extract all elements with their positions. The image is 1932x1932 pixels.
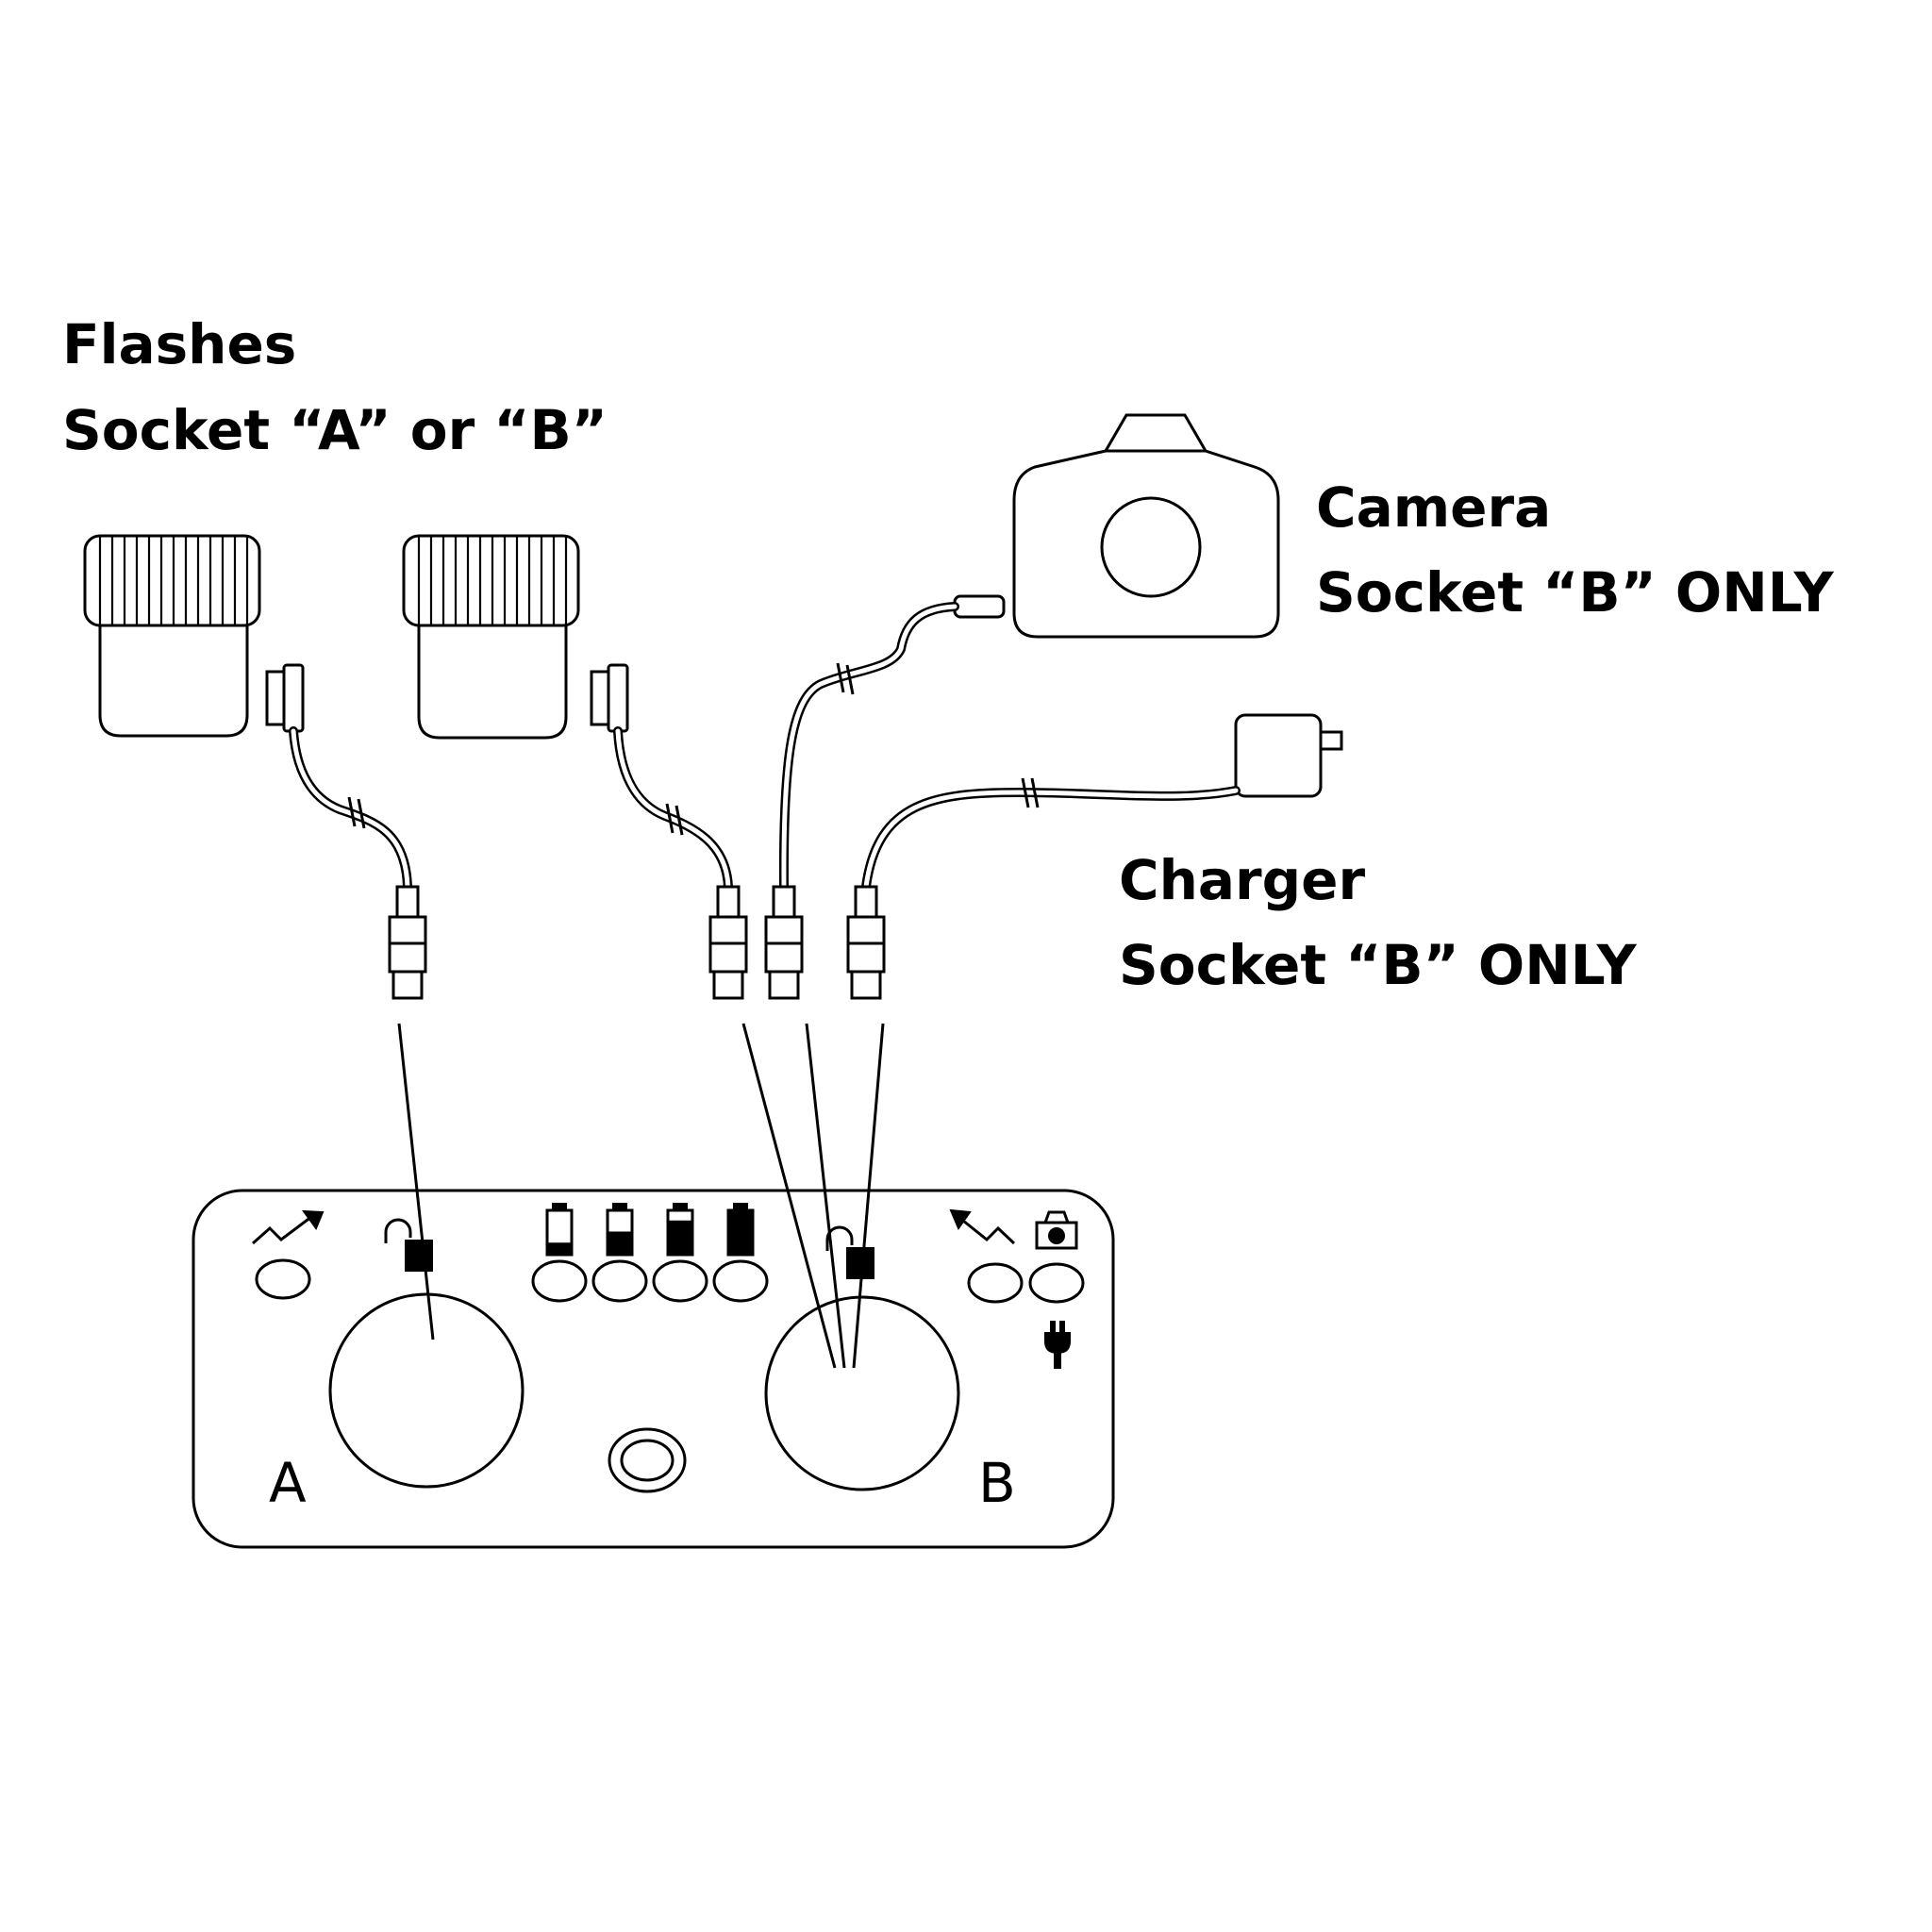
flash-a-indicator-led [255, 1258, 311, 1300]
plug-flash-1 [388, 885, 427, 1000]
camera-port [953, 594, 1006, 619]
plug-charger [846, 885, 886, 1000]
camera-socket-note: Socket “B” ONLY [1316, 560, 1835, 625]
flash-2-grip-ribs [417, 536, 568, 625]
camera-body [953, 413, 1280, 639]
battery-fill [546, 1242, 573, 1256]
charger-cable [861, 786, 1241, 891]
camera-icon [1035, 1210, 1078, 1250]
battery-level-icon [666, 1203, 694, 1257]
camera-indicator-led [1028, 1262, 1085, 1304]
charger-title: Charger [1119, 848, 1365, 912]
battery-led-2 [591, 1259, 648, 1303]
battery-level-icon [606, 1203, 634, 1257]
socket-a[interactable] [328, 1292, 525, 1489]
flashes-title: Flashes [62, 312, 296, 376]
flashes-socket-note: Socket “A” or “B” [62, 398, 608, 462]
battery-led-3 [652, 1259, 708, 1303]
battery-level-icon [726, 1203, 755, 1257]
battery-level-icons [545, 1203, 755, 1257]
flash-b-signal-icon [949, 1208, 1016, 1245]
battery-fill [667, 1220, 693, 1256]
camera-title: Camera [1316, 475, 1551, 540]
flash-unit-1 [83, 534, 305, 738]
leader-lines [397, 1023, 885, 1369]
plug-camera [764, 885, 804, 1000]
center-button[interactable] [608, 1427, 687, 1493]
lock-b-icon [825, 1225, 874, 1279]
battery-fill [727, 1209, 754, 1256]
socket-b-label: B [978, 1451, 1016, 1515]
lock-a-icon [384, 1218, 433, 1272]
flash-1-cable [289, 726, 412, 891]
cable-break-marks [347, 662, 1040, 836]
flash-unit-2 [402, 534, 629, 740]
flash-2-cable [613, 726, 733, 891]
cables [289, 602, 1241, 891]
plug-flash-2 [708, 885, 748, 1000]
battery-fill [607, 1231, 633, 1256]
flash-1-grip-ribs [98, 536, 249, 625]
flash-b-indicator-led [967, 1262, 1024, 1304]
camera-lens [1100, 496, 1202, 598]
battery-level-icon [545, 1203, 574, 1257]
socket-b[interactable] [764, 1295, 960, 1491]
charger-socket-note: Socket “B” ONLY [1119, 933, 1638, 997]
camera-cable [778, 602, 959, 891]
charger-adapter [1234, 713, 1343, 798]
battery-led-4 [712, 1259, 769, 1303]
plug-icon [1044, 1321, 1071, 1369]
battery-led-1 [531, 1259, 588, 1303]
flash-a-signal-icon [252, 1209, 325, 1245]
control-panel: A B [192, 1189, 1115, 1549]
socket-a-label: A [269, 1451, 307, 1515]
